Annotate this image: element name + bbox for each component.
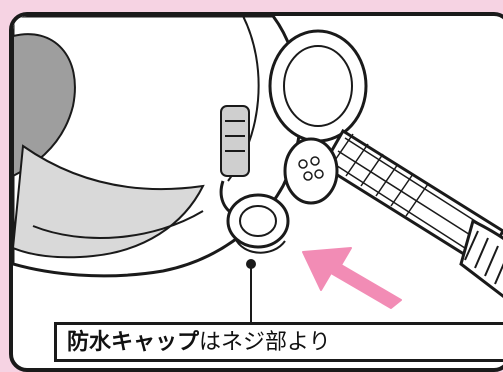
illustration-panel	[9, 12, 503, 372]
caption-bold: 防水キャップ	[67, 330, 200, 355]
insert-direction-arrow-icon	[302, 247, 402, 309]
waterproof-cap-icon	[219, 180, 290, 334]
caption-label: 防水キャップはネジ部より	[54, 322, 503, 362]
cable-connector-icon	[283, 128, 503, 298]
caption-rest: はネジ部より	[199, 330, 331, 355]
illustration-stage: 防水キャップはネジ部より	[9, 12, 503, 372]
connector-socket-icon	[220, 29, 368, 177]
assembly-illustration	[13, 16, 503, 334]
